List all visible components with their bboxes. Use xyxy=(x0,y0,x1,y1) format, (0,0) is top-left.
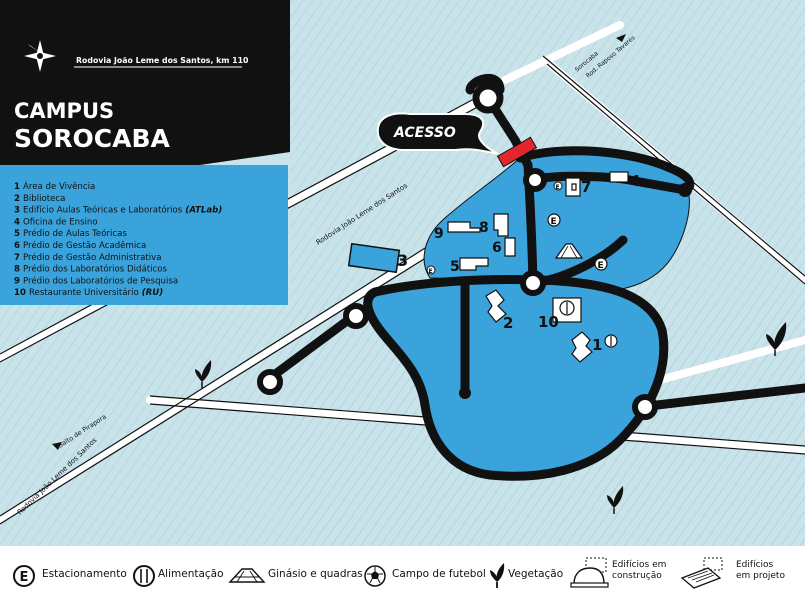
building-list-number: 2 xyxy=(14,194,23,204)
building-list-number: 7 xyxy=(14,253,23,263)
vegetation-icon xyxy=(195,360,212,388)
svg-text:8: 8 xyxy=(479,220,489,236)
building-8[interactable]: 8 xyxy=(479,213,509,237)
road-caption: Rodovia João Leme dos Santos, km 110 xyxy=(76,56,249,65)
building-list-number: 5 xyxy=(14,229,23,239)
legend-label-parking: Estacionamento xyxy=(42,568,127,580)
access-gate[interactable] xyxy=(496,136,538,168)
access-callout xyxy=(376,112,499,155)
legend-label-planned-1: Edifícios xyxy=(736,560,774,570)
building-list-name: Prédio de Gestão Administrativa xyxy=(23,252,162,263)
gym-icon xyxy=(228,568,266,583)
building-5[interactable]: 5 xyxy=(450,257,489,275)
building-list-name: Restaurante Universitário xyxy=(29,288,139,298)
building-list-item[interactable]: 6 Prédio de Gestão Acadêmica xyxy=(14,240,146,251)
legend-label-football: Campo de futebol xyxy=(392,568,486,580)
building-4[interactable]: 4 xyxy=(609,171,640,190)
vegetation-icon xyxy=(607,486,624,514)
building-3[interactable]: 3 xyxy=(347,242,408,274)
svg-text:3: 3 xyxy=(397,251,408,270)
building-list-number: 9 xyxy=(14,276,23,286)
building-list-name: Prédio dos Laboratórios de Pesquisa xyxy=(23,275,178,286)
building-list-name: Edifício Aulas Teóricas e Laboratórios xyxy=(23,205,183,216)
title-line2: SOROCABA xyxy=(14,124,171,153)
roundabouts xyxy=(257,82,692,420)
building-10[interactable]: 10 xyxy=(538,297,582,331)
svg-text:2: 2 xyxy=(503,314,513,332)
building-list-item[interactable]: 4 Oficina de Ensino xyxy=(14,217,98,227)
svg-text:7: 7 xyxy=(581,178,591,196)
legend: E Estacionamento Alimentação Ginásio e q… xyxy=(0,546,805,606)
building-list-item[interactable]: 1 Área de Vivência xyxy=(14,180,95,192)
building-list-panel xyxy=(0,165,288,305)
svg-text:5: 5 xyxy=(450,259,460,275)
svg-text:4: 4 xyxy=(630,172,640,190)
svg-text:10: 10 xyxy=(538,313,559,331)
legend-label-vegetation: Vegetação xyxy=(508,568,564,580)
building-1[interactable]: 1 xyxy=(571,331,618,363)
building-list-item[interactable]: 8 Prédio dos Laboratórios Didáticos xyxy=(14,264,167,275)
svg-text:E: E xyxy=(20,570,29,585)
building-list-number: 3 xyxy=(14,206,23,216)
parking-icon: E xyxy=(553,181,563,191)
building-list-item[interactable]: 3 Edifício Aulas Teóricas e Laboratórios… xyxy=(14,205,222,216)
building-list-number: 10 xyxy=(14,288,29,298)
access-label: ACESSO xyxy=(393,125,456,141)
building-2[interactable]: 2 xyxy=(485,289,513,332)
hard-hat-icon xyxy=(570,557,609,588)
legend-label-food: Alimentação xyxy=(158,568,224,580)
building-list-name: Biblioteca xyxy=(23,194,65,204)
gym-icon xyxy=(554,243,584,259)
vegetation-icon xyxy=(490,563,505,588)
parking-icon: E xyxy=(547,213,561,227)
building-list-name: Oficina de Ensino xyxy=(23,217,98,227)
building-7[interactable]: 7 xyxy=(565,177,591,197)
building-list-name: Prédio de Gestão Acadêmica xyxy=(23,240,146,251)
football-icon xyxy=(364,565,386,587)
direction-arrow-sorocaba xyxy=(616,34,626,42)
title-line1: CAMPUS xyxy=(14,99,114,123)
building-list-name: Área de Vivência xyxy=(23,180,95,192)
svg-text:E: E xyxy=(598,261,604,271)
compass-icon xyxy=(24,40,56,72)
blueprint-icon xyxy=(680,557,723,589)
building-list-number: 4 xyxy=(14,217,23,227)
direction-arrow-salto xyxy=(52,442,62,450)
svg-text:E: E xyxy=(429,268,433,275)
legend-label-planned-2: em projeto xyxy=(736,571,785,581)
svg-text:9: 9 xyxy=(434,226,444,242)
fork-knife-icon xyxy=(133,565,155,587)
building-list-number: 6 xyxy=(14,241,23,251)
building-6[interactable]: 6 xyxy=(492,237,516,257)
legend-label-gym: Ginásio e quadras xyxy=(268,568,363,580)
vegetation-icon xyxy=(766,322,787,356)
svg-text:6: 6 xyxy=(492,240,502,256)
parking-icon: E xyxy=(13,565,35,587)
building-list-suffix: (RU) xyxy=(139,288,164,298)
building-9[interactable]: 9 xyxy=(434,221,481,242)
building-list-number: 8 xyxy=(14,265,23,275)
building-list-suffix: (ATLab) xyxy=(182,206,222,216)
building-list-name: Prédio de Aulas Teóricas xyxy=(23,228,127,239)
parking-icon: E xyxy=(426,265,436,275)
parking-icon: E xyxy=(594,257,608,271)
svg-text:E: E xyxy=(556,184,560,191)
building-list-name: Prédio dos Laboratórios Didáticos xyxy=(23,264,167,275)
svg-text:1: 1 xyxy=(592,336,602,354)
svg-text:E: E xyxy=(551,217,557,227)
building-list-item[interactable]: 5 Prédio de Aulas Teóricas xyxy=(14,228,127,239)
building-list-number: 1 xyxy=(14,182,23,192)
building-list-item[interactable]: 9 Prédio dos Laboratórios de Pesquisa xyxy=(14,275,178,286)
building-list-item[interactable]: 10 Restaurante Universitário (RU) xyxy=(14,288,163,298)
building-list-item[interactable]: 7 Prédio de Gestão Administrativa xyxy=(14,252,162,263)
title-panel xyxy=(0,0,290,165)
building-list-item[interactable]: 2 Biblioteca xyxy=(14,194,65,204)
legend-label-construction-1: Edifícios em xyxy=(612,560,667,570)
legend-label-construction-2: construção xyxy=(612,571,662,581)
